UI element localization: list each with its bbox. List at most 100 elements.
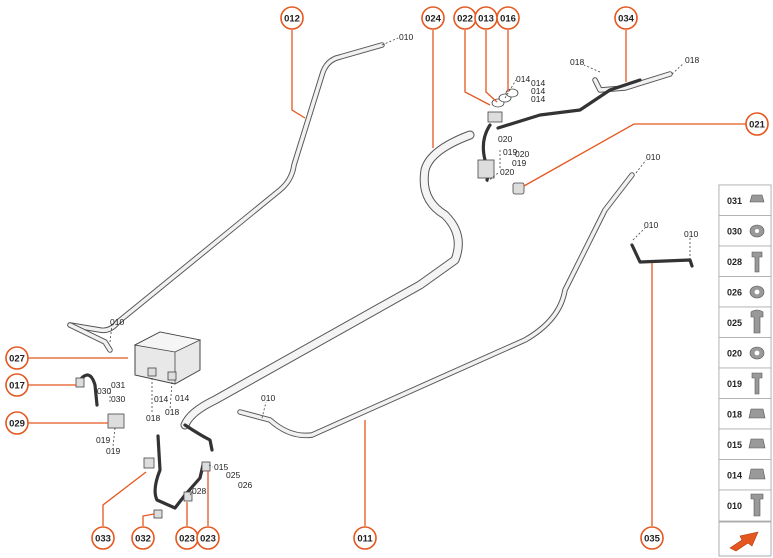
svg-text:034: 034 [618, 14, 635, 25]
legend-row: 014 [718, 459, 772, 491]
bolt-icon [750, 493, 764, 517]
svg-text:018: 018 [727, 410, 742, 420]
part-label: 028 [192, 486, 206, 496]
svg-text:015: 015 [727, 440, 742, 450]
callout-023-a: 023 [175, 526, 199, 550]
callout-023-b: 023 [196, 526, 220, 550]
line-024 [180, 130, 475, 430]
line-011 [237, 172, 635, 439]
part-029 [107, 413, 125, 429]
svg-text:021: 021 [749, 120, 766, 131]
legend-row: 018 [718, 398, 772, 430]
legend-row: 019 [718, 367, 772, 399]
line-035 [630, 243, 694, 268]
svg-text:014: 014 [727, 471, 742, 481]
svg-text:027: 027 [9, 354, 25, 365]
part-033 [143, 423, 214, 510]
nut-icon [749, 194, 765, 203]
part-label: 010 [646, 152, 660, 162]
screw-icon [750, 309, 764, 334]
dashed-leaders [109, 37, 691, 496]
part-label: 030 [111, 394, 125, 404]
part-label: 014 [516, 74, 530, 84]
callout-leaders [28, 30, 746, 526]
legend-row: 015 [718, 428, 772, 460]
part-label: 020 [500, 167, 514, 177]
callout-024: 024 [421, 6, 445, 30]
svg-text:023: 023 [200, 534, 216, 545]
svg-text:016: 016 [500, 14, 516, 25]
svg-text:024: 024 [425, 14, 442, 25]
part-label: 014 [154, 394, 168, 404]
callout-011: 011 [353, 526, 377, 550]
part-label: 015 [214, 462, 228, 472]
part-label: 031 [111, 380, 125, 390]
part-023-a [183, 491, 193, 502]
svg-text:031: 031 [727, 196, 742, 206]
part-label: 014 [531, 94, 545, 104]
callout-017: 017 [5, 373, 29, 397]
callout-034: 034 [614, 6, 638, 30]
bolt-icon [751, 251, 763, 273]
arrow-icon [729, 531, 759, 552]
svg-text:011: 011 [357, 534, 373, 545]
part-label: 010 [110, 317, 124, 327]
part-label: 010 [399, 32, 413, 42]
callout-013: 013 [474, 6, 498, 30]
nut-icon [748, 438, 766, 449]
nut-icon [748, 468, 766, 480]
svg-text:022: 022 [457, 14, 473, 25]
svg-text:023: 023 [179, 534, 195, 545]
svg-text:012: 012 [284, 14, 300, 25]
legend-row: 025 [718, 306, 772, 338]
part-label: 025 [226, 470, 240, 480]
legend-row: 030 [718, 215, 772, 247]
callout-027: 027 [5, 346, 29, 370]
part-label: 019 [503, 147, 517, 157]
part-label: 020 [515, 149, 529, 159]
svg-text:030: 030 [727, 227, 742, 237]
part-label: 019 [512, 158, 526, 168]
part-label: 010 [261, 393, 275, 403]
svg-text:013: 013 [478, 14, 494, 25]
legend-row: 020 [718, 337, 772, 369]
nut-icon [748, 408, 766, 419]
part-017 [75, 373, 99, 407]
svg-text:019: 019 [727, 379, 742, 389]
part-label: 030 [97, 386, 111, 396]
part-label: 014 [531, 86, 545, 96]
svg-text:029: 029 [9, 419, 25, 430]
callout-032: 032 [131, 526, 155, 550]
svg-text:010: 010 [727, 501, 742, 511]
front-direction-arrow [718, 521, 772, 557]
svg-text:020: 020 [727, 349, 742, 359]
callout-021: 021 [745, 112, 769, 136]
part-label: 014 [531, 78, 545, 88]
part-021 [512, 182, 525, 195]
svg-text:032: 032 [135, 534, 151, 545]
part-label: 010 [644, 220, 658, 230]
svg-text:026: 026 [727, 288, 742, 298]
part-label: 019 [96, 435, 110, 445]
harness-cable [477, 78, 642, 182]
part-label: 014 [175, 393, 189, 403]
legend-row: 031 [718, 184, 772, 216]
line-012 [67, 42, 385, 353]
svg-text:017: 017 [9, 381, 25, 392]
callout-033: 033 [91, 526, 115, 550]
module-027 [133, 331, 202, 385]
legend-row: 026 [718, 276, 772, 308]
part-label: 010 [684, 229, 698, 239]
part-label: 018 [146, 413, 160, 423]
part-label: 018 [685, 55, 699, 65]
callout-012: 012 [280, 6, 304, 30]
svg-text:033: 033 [95, 534, 111, 545]
fastener-legend: 031 030 028 026 025 020 [718, 184, 772, 522]
svg-text:025: 025 [727, 318, 742, 328]
svg-text:028: 028 [727, 257, 742, 267]
callout-016: 016 [496, 6, 520, 30]
bolt-icon [751, 372, 763, 395]
callout-035: 035 [640, 526, 664, 550]
part-label: 026 [238, 480, 252, 490]
